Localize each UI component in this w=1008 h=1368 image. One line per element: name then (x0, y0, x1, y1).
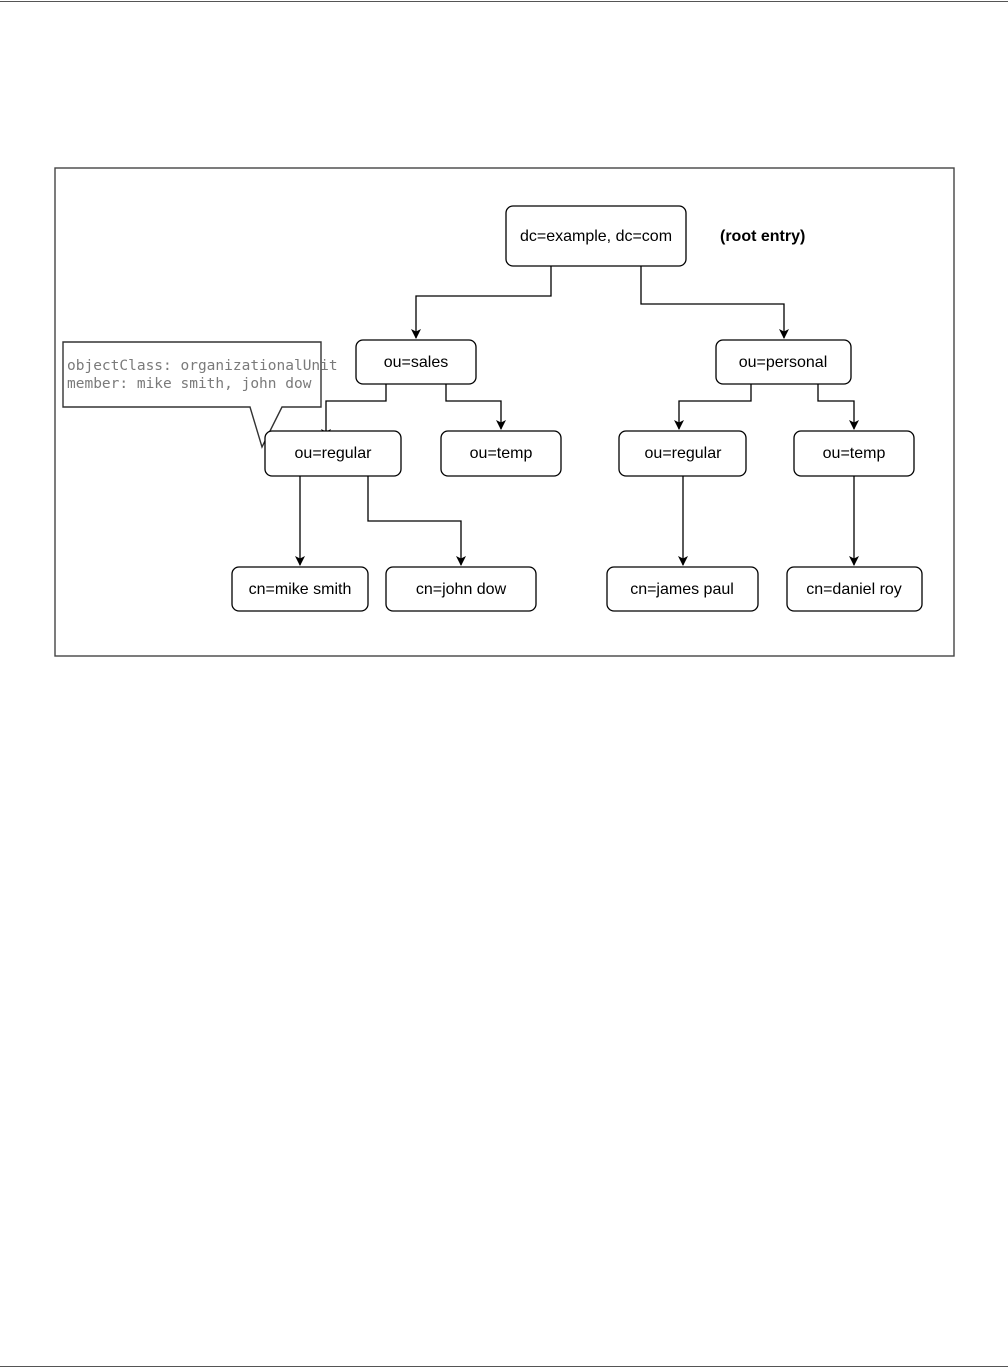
node-sales-ou-regular: ou=regular (264, 430, 402, 477)
edge-regular-to-john (367, 476, 466, 566)
node-personal-ou-temp-label: ou=temp (823, 445, 886, 462)
edge-personal-to-regular (674, 384, 752, 430)
callout-line-objectclass: objectClass: organizationalUnit (67, 358, 338, 374)
node-sales-ou-temp-label: ou=temp (470, 445, 533, 462)
node-cn-daniel-roy: cn=daniel roy (786, 566, 923, 612)
node-sales-ou-temp: ou=temp (440, 430, 562, 477)
node-cn-james-paul-label: cn=james paul (630, 581, 734, 598)
node-ou-personal: ou=personal (715, 339, 852, 385)
callout-bubble (62, 341, 322, 449)
node-cn-mike-smith: cn=mike smith (231, 566, 369, 612)
node-ou-sales: ou=sales (355, 339, 477, 385)
callout-line-member: member: mike smith, john dow (67, 376, 312, 392)
node-personal-ou-temp: ou=temp (793, 430, 915, 477)
node-cn-daniel-roy-label: cn=daniel roy (806, 581, 902, 598)
node-cn-john-dow: cn=john dow (385, 566, 537, 612)
edge-sales-to-regular (321, 384, 387, 439)
node-root: dc=example, dc=com (505, 205, 687, 267)
node-ou-sales-label: ou=sales (384, 354, 449, 371)
edge-root-to-sales (411, 266, 552, 339)
edge-personal-to-temp (817, 384, 859, 430)
node-personal-ou-regular: ou=regular (618, 430, 747, 477)
root-entry-note: (root entry) (720, 228, 805, 245)
node-root-label: dc=example, dc=com (520, 228, 672, 245)
node-sales-ou-regular-label: ou=regular (295, 445, 373, 462)
node-cn-james-paul: cn=james paul (606, 566, 759, 612)
node-cn-mike-smith-label: cn=mike smith (249, 581, 352, 598)
page-top-rule (0, 1, 1008, 2)
node-ou-personal-label: ou=personal (739, 354, 828, 371)
edge-sales-to-temp (445, 384, 506, 430)
node-personal-ou-regular-label: ou=regular (645, 445, 723, 462)
edge-root-to-personal (640, 266, 789, 339)
node-cn-john-dow-label: cn=john dow (416, 581, 507, 598)
page-bottom-rule (0, 1366, 1008, 1367)
